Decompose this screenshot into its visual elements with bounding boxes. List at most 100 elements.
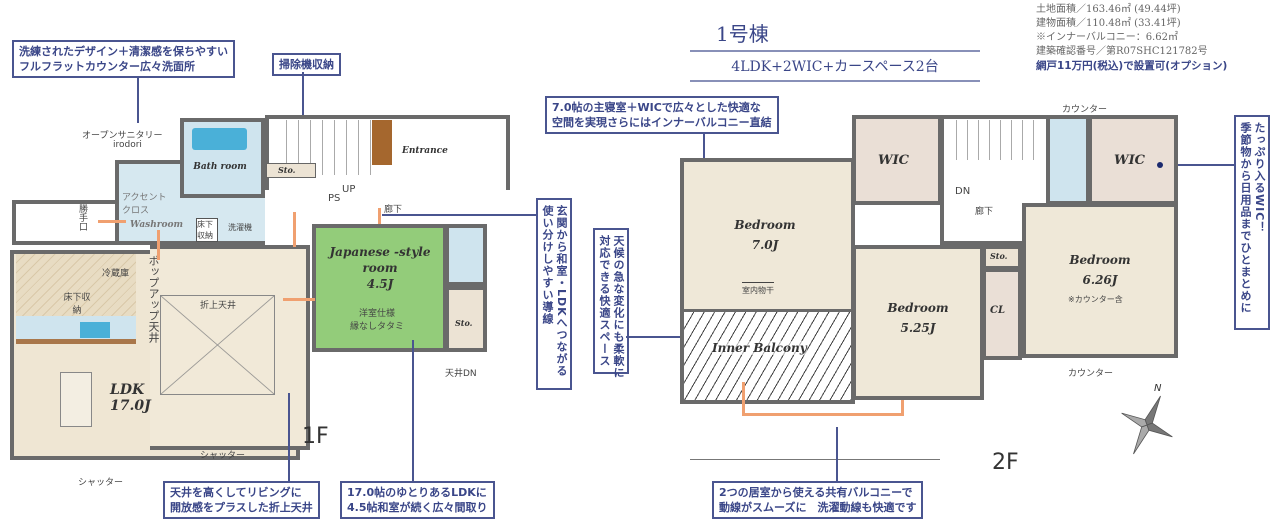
sto-label: Sto. [455, 318, 473, 328]
leader-line [382, 214, 540, 216]
leader-dot [1157, 162, 1163, 168]
stairs [946, 120, 1036, 160]
room-size: 6.26J [1082, 273, 1118, 287]
note-line: 縁なしタタミ [350, 322, 405, 332]
counter-label: カウンター [1068, 369, 1114, 379]
divider [690, 50, 980, 52]
room-name: Bedroom [734, 218, 796, 232]
ldk-label: LDK 17.0J [110, 382, 151, 414]
closet-label: CL [990, 305, 1005, 316]
bedroom-3 [1022, 203, 1178, 358]
callout-wic: たっぷり入るWIC！ 季節物から日用品までひとまとめに [1234, 115, 1270, 330]
popup-ceiling-label: ポップアップ天井 [147, 255, 160, 343]
layout-summary: 4LDK+2WIC+カースペース2台 [731, 59, 939, 75]
flow-arrow [742, 413, 904, 416]
toilet [445, 224, 487, 286]
floor-line [690, 459, 940, 460]
bathtub [192, 128, 247, 150]
property-info: 土地面積／163.46㎡ (49.44坪) 建物面積／110.48㎡ (33.4… [1036, 3, 1227, 73]
compass-icon: N [1112, 383, 1182, 455]
callout-line: 季節物から日用品までひとまとめに [1239, 122, 1252, 314]
dn-label: DN [955, 186, 971, 197]
japanese-room-size: 4.5J [366, 277, 394, 291]
underfloor-label: 床下収納 [196, 218, 218, 242]
callout-line: 動線がスムーズに 洗濯動線も快適です [719, 501, 917, 514]
leader-line [137, 78, 139, 123]
callout-balcony: 天候の急な変化にも柔軟に 対応できる快適スペース [593, 228, 629, 379]
callout-line: 使い分けしやすい導線 [541, 205, 554, 325]
permit-number: 建築確認番号／第R07SHC121782号 [1036, 46, 1208, 57]
callout-line: フルフラットカウンター広々洗面所 [19, 60, 195, 73]
callout-cleaner: 掃除機収納 [272, 53, 341, 76]
floor-label-1f: 1F [302, 424, 329, 449]
building-title: 1号棟 [716, 22, 769, 46]
hall-label: 廊下 [975, 207, 994, 217]
callout-line: 17.0帖のゆとりあるLDKに [347, 486, 487, 499]
toilet-2f [1046, 115, 1090, 205]
storage-1 [266, 163, 316, 178]
sto-label: Sto. [990, 251, 1008, 261]
sanitary-sub-label: irodori [113, 140, 142, 150]
fridge-label: 冷蔵庫 [102, 269, 130, 279]
folded-ceiling [160, 295, 275, 395]
japanese-note: 洋室仕様 縁なしタタミ [350, 308, 404, 334]
north-label: N [1154, 383, 1162, 394]
ldk-size: 17.0J [110, 398, 151, 414]
backdoor-label: 勝手口 [77, 204, 87, 231]
closet [982, 268, 1022, 360]
leader-line [836, 427, 838, 481]
ceiling-dn-label: 天井DN [445, 369, 477, 379]
shoe-cabinet [372, 120, 392, 165]
flow-arrow [157, 230, 160, 260]
kitchen-counter [16, 316, 136, 344]
callout-ceiling: 天井を高くしてリビングに 開放感をプラスした折上天井 [163, 481, 320, 519]
inner-balcony [680, 312, 855, 404]
ldk-name: LDK [110, 382, 145, 398]
wic-label: WIC [1114, 153, 1146, 168]
callout-line: 天候の急な変化にも柔軟に [612, 235, 625, 379]
sanitary-label: オープンサニタリー [82, 131, 163, 141]
sto-label: Sto. [278, 165, 296, 175]
flow-arrow [283, 298, 315, 301]
callout-line: 玄関から和室・LDKへつながる [555, 205, 568, 377]
balcony-label: Inner Balcony [712, 341, 807, 355]
storage-2 [445, 286, 487, 352]
shutter-label: シャッター [78, 478, 124, 488]
callout-line: 対応できる快適スペース [598, 235, 611, 367]
callout-line: 2つの居室から使える共有バルコニーで [719, 486, 913, 499]
room-size: 7.0J [751, 238, 779, 252]
flow-arrow [98, 220, 126, 223]
leader-line [626, 336, 704, 338]
land-area: 土地面積／163.46㎡ (49.44坪) [1036, 4, 1181, 15]
callout-line: 天井を高くしてリビングに [170, 486, 302, 499]
wic-label: WIC [878, 153, 910, 168]
floor-label-2f: 2F [992, 450, 1019, 475]
callout-line: 4.5帖和室が続く広々間取り [347, 501, 488, 514]
japanese-room-label: Japanese -style room 4.5J [320, 244, 440, 292]
hall-label: 廊下 [384, 205, 403, 215]
bedroom-label: Bedroom 5.25J [858, 298, 978, 338]
balcony-area: ※インナーバルコニー：6.62㎡ [1036, 32, 1178, 43]
leader-line [412, 340, 414, 481]
dining-table [60, 372, 92, 427]
building-area: 建物面積／110.48㎡ (33.41坪) [1036, 18, 1181, 29]
folded-ceiling-label: 折上天井 [200, 301, 237, 311]
bedroom-2 [852, 245, 984, 400]
sink [80, 322, 110, 338]
room-size: 5.25J [900, 321, 936, 335]
kitchen-storage [16, 254, 136, 316]
wic-2 [1088, 115, 1178, 205]
callout-ldk: 17.0帖のゆとりあるLDKに 4.5帖和室が続く広々間取り [340, 481, 495, 519]
counter-note: ※カウンター含 [1068, 295, 1123, 304]
room-name: Bedroom [1069, 253, 1131, 267]
counter-label: カウンター [1062, 105, 1108, 115]
callout-line: 空間を実現さらにはインナーバルコニー直結 [552, 116, 772, 129]
bedroom-label: Bedroom 7.0J [700, 215, 830, 255]
shutter-label: シャッター [200, 451, 246, 461]
callout-line: たっぷり入るWIC！ [1253, 122, 1266, 234]
callout-entrance: 玄関から和室・LDKへつながる 使い分けしやすい導線 [536, 198, 572, 390]
underfloor-label: 床下収納 [63, 293, 91, 316]
note-line: 洋室仕様 [359, 309, 396, 319]
callout-washroom: 洗練されたデザイン＋清潔感を保ちやすい フルフラットカウンター広々洗面所 [12, 40, 235, 78]
flow-arrow [378, 208, 381, 233]
